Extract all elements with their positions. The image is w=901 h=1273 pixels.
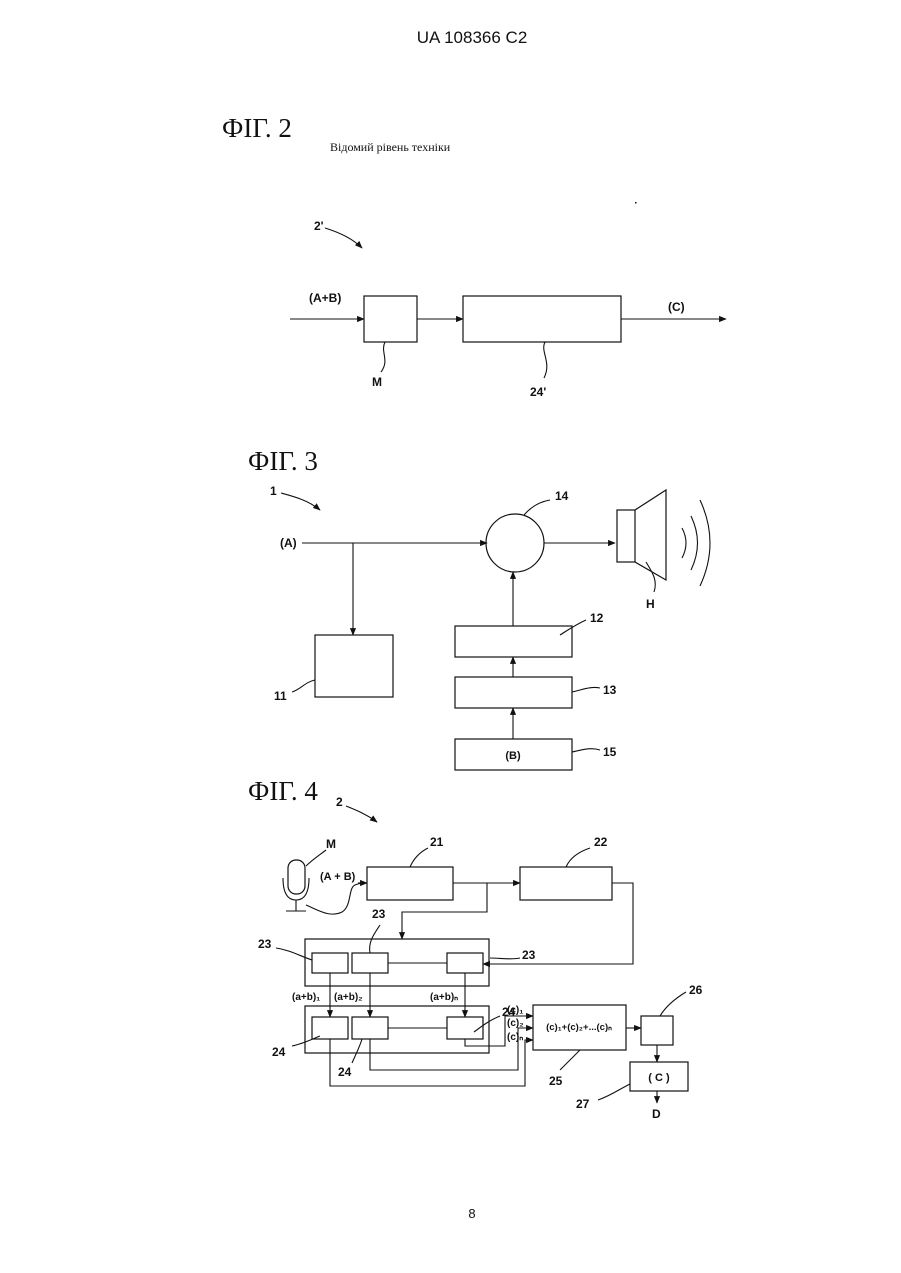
- figure-2-output-label: (C): [668, 300, 685, 314]
- figure-3-leader-15: [572, 749, 600, 752]
- figure-2-title: ФІГ. 2: [222, 113, 292, 143]
- figure-3-block-11: [315, 635, 393, 697]
- figure-4-leader-23a: [276, 948, 312, 960]
- figure-3-block-13: [455, 677, 572, 708]
- figure-4-reference-arrow: [346, 806, 377, 822]
- figure-2-reference-arrow: [325, 228, 362, 248]
- figure-2-label-24: 24': [530, 385, 546, 399]
- speaker-icon: [617, 490, 710, 586]
- figure-4-band-label-1: (a+b)₁: [292, 992, 320, 1003]
- figure-3-label-11: 11: [274, 689, 287, 703]
- figure-4-mic-label: M: [326, 837, 336, 851]
- figure-4-leader-26: [660, 992, 686, 1016]
- figure-4-band-label-n: (a+b)ₙ: [430, 992, 458, 1003]
- figure-4-label-d: D: [652, 1107, 661, 1121]
- figure-4-reference-label: 2: [336, 795, 343, 809]
- figure-3-leader-11: [292, 680, 315, 692]
- figure-4-filter-23-n: [447, 953, 483, 973]
- figure-4-c-label-n: (c)ₙ: [507, 1032, 523, 1043]
- figure-3-leader-14: [524, 500, 550, 515]
- figure-4-block-27-text: ( C ): [648, 1072, 670, 1084]
- figure-4-mic-leader: [306, 850, 326, 866]
- figure-4-processor-24-2: [352, 1017, 388, 1039]
- figure-4-leader-25: [560, 1050, 580, 1070]
- figure-3-input-label: (A): [280, 536, 297, 550]
- figure-3-label-12: 12: [590, 611, 604, 625]
- figure-3-block-15-text: (B): [505, 750, 521, 762]
- figure-3: ФІГ. 3 1 (A) 11 14 H 12 13 (B): [248, 446, 710, 770]
- figure-3-title: ФІГ. 3: [248, 446, 318, 476]
- figure-3-label-15: 15: [603, 745, 617, 759]
- figure-2-input-label: (A+B): [309, 291, 341, 305]
- figure-4-filter-23-2: [352, 953, 388, 973]
- figure-4-block-21: [367, 867, 453, 900]
- figure-2: ФІГ. 2 Відомий рівень техніки 2' (A+B) (…: [222, 113, 726, 399]
- figure-3-label-14: 14: [555, 489, 569, 503]
- microphone-icon: [283, 860, 309, 911]
- page-number: 8: [468, 1206, 475, 1221]
- figure-3-label-h: H: [646, 597, 655, 611]
- figure-4-label-25: 25: [549, 1074, 563, 1088]
- figure-4-processor-24-n: [447, 1017, 483, 1039]
- figure-4-mic-cable: [306, 883, 366, 914]
- figure-4-processor-24-1: [312, 1017, 348, 1039]
- figure-4-band-label-2: (a+b)₂: [334, 992, 363, 1003]
- figure-4-label-27: 27: [576, 1097, 590, 1111]
- figure-3-leader-13: [572, 687, 600, 692]
- figure-4-processor-bank-24: [305, 1006, 489, 1053]
- figure-4-line-21-to-bank-23: [402, 883, 487, 939]
- figure-4-block-26: [641, 1016, 673, 1045]
- figure-3-label-13: 13: [603, 683, 617, 697]
- figure-4-label-22: 22: [594, 835, 608, 849]
- figure-4-line-22-to-bank-23: [483, 883, 633, 964]
- figure-2-leader-m: [381, 342, 385, 372]
- figure-4-block-22: [520, 867, 612, 900]
- figure-4-leader-24c: [352, 1039, 362, 1063]
- figure-4-label-26: 26: [689, 983, 703, 997]
- figure-4-c-label-1: (c)₁: [507, 1005, 523, 1016]
- figure-2-block-24: [463, 296, 621, 342]
- figure-4-leader-27: [598, 1084, 630, 1100]
- figure-2-leader-24: [544, 342, 547, 378]
- figure-4-label-23c: 23: [522, 948, 536, 962]
- stray-dot: [635, 202, 637, 204]
- figure-2-subtitle: Відомий рівень техніки: [330, 140, 451, 154]
- figure-4-label-23b: 23: [372, 907, 386, 921]
- figure-4-label-24c: 24: [338, 1065, 352, 1079]
- figure-3-mixer-14: [486, 514, 544, 572]
- figure-3-leader-12: [560, 620, 586, 635]
- figure-4-c-label-2: (c)₂: [507, 1018, 524, 1029]
- figure-3-leader-h: [646, 562, 655, 592]
- document-id: UA 108366 C2: [417, 28, 528, 47]
- figure-2-label-m: M: [372, 375, 382, 389]
- figure-3-reference-label: 1: [270, 484, 277, 498]
- figure-2-block-m: [364, 296, 417, 342]
- figure-4-label-21: 21: [430, 835, 444, 849]
- figure-4-title: ФІГ. 4: [248, 776, 318, 806]
- figure-3-reference-arrow: [281, 493, 320, 510]
- figure-2-reference-label: 2': [314, 219, 324, 233]
- figure-4-input-label: (A + B): [320, 871, 356, 883]
- figure-4-leader-21: [410, 848, 428, 867]
- figure-4-label-24b: 24: [272, 1045, 286, 1059]
- figure-4-leader-24a: [474, 1016, 500, 1032]
- figure-4-summer-text: (c)₁+(c)₂+...(c)ₙ: [546, 1022, 612, 1033]
- figure-4-leader-24b: [292, 1036, 320, 1046]
- figure-3-block-12: [455, 626, 572, 657]
- figure-4-leader-23c: [490, 958, 520, 959]
- figure-4-label-23a: 23: [258, 937, 272, 951]
- figure-4: ФІГ. 4 2 M (A + B) 21 22: [248, 776, 703, 1121]
- figure-4-leader-22: [566, 848, 590, 867]
- figure-4-filter-23-1: [312, 953, 348, 973]
